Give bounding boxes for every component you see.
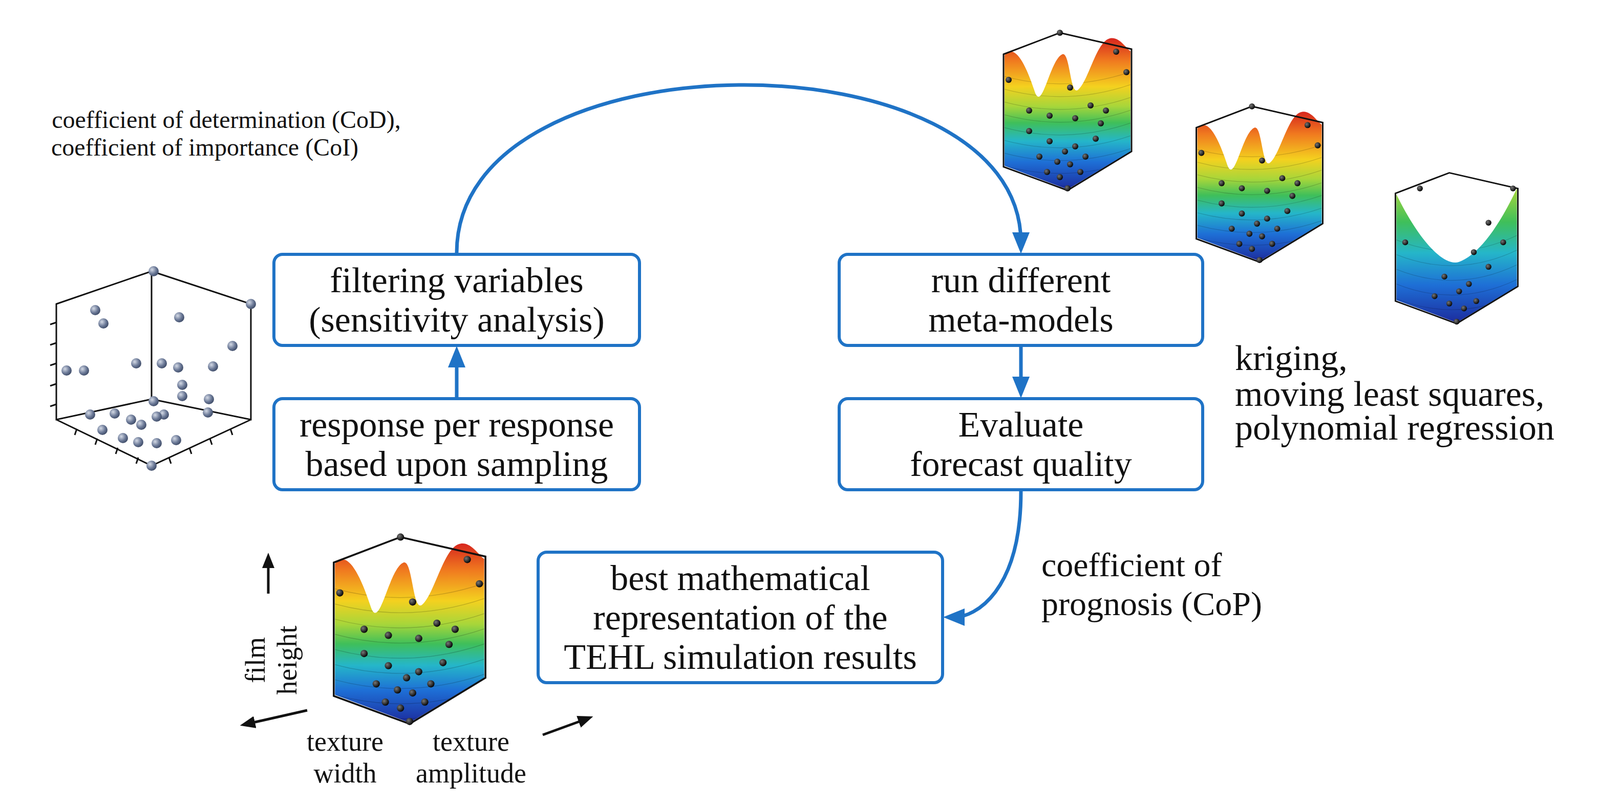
annotation-label: coefficient of determination (CoD),	[51, 105, 401, 134]
box-text-group: response per response based upon samplin…	[290, 404, 624, 484]
axis-ticks	[50, 322, 233, 464]
process-box: best mathematical representation of the …	[536, 550, 945, 685]
flow-arrow	[456, 84, 1021, 253]
axis-arrow	[542, 721, 581, 736]
box-text-group: Evaluate forecast quality	[903, 404, 1139, 484]
axis-arrow	[267, 566, 270, 594]
meta-model-surface	[1191, 103, 1329, 264]
flow-arrow	[954, 491, 1021, 618]
process-box: filtering variables (sensitivity analysi…	[272, 252, 642, 348]
box-text-group: run different meta-models	[908, 260, 1134, 340]
meta-model-surface	[1390, 173, 1523, 326]
flow-arrow	[455, 357, 459, 398]
sample-cube	[50, 266, 256, 472]
box-label: Evaluate forecast quality	[903, 404, 1139, 484]
annotation-label: kriging,	[1234, 337, 1348, 380]
box-label: response per response based upon samplin…	[290, 404, 624, 484]
best-model-surface	[327, 533, 492, 726]
meta-model-surface	[998, 29, 1137, 192]
cube-frame	[56, 271, 251, 466]
box-text-group: best mathematical representation of the …	[556, 558, 925, 677]
annotation-label: texture width	[283, 726, 407, 790]
box-text-group: filtering variables (sensitivity analysi…	[292, 260, 621, 340]
box-label: best mathematical representation of the …	[556, 558, 925, 677]
sample-points	[61, 266, 256, 472]
process-box: response per response based upon samplin…	[272, 397, 642, 492]
box-label: run different meta-models	[908, 260, 1134, 340]
annotation-label: texture amplitude	[404, 726, 538, 790]
box-label: filtering variables (sensitivity analysi…	[292, 260, 621, 340]
axis-arrow	[252, 710, 308, 723]
process-box: Evaluate forecast quality	[837, 397, 1205, 492]
annotation-label: film height	[239, 616, 304, 704]
annotation-label: coefficient of prognosis (CoP)	[1041, 545, 1329, 624]
annotation-label: coefficient of importance (CoI)	[51, 133, 359, 162]
process-box: run different meta-models	[837, 252, 1205, 348]
flow-arrow	[1019, 347, 1023, 388]
annotation-label: polynomial regression	[1234, 407, 1555, 450]
